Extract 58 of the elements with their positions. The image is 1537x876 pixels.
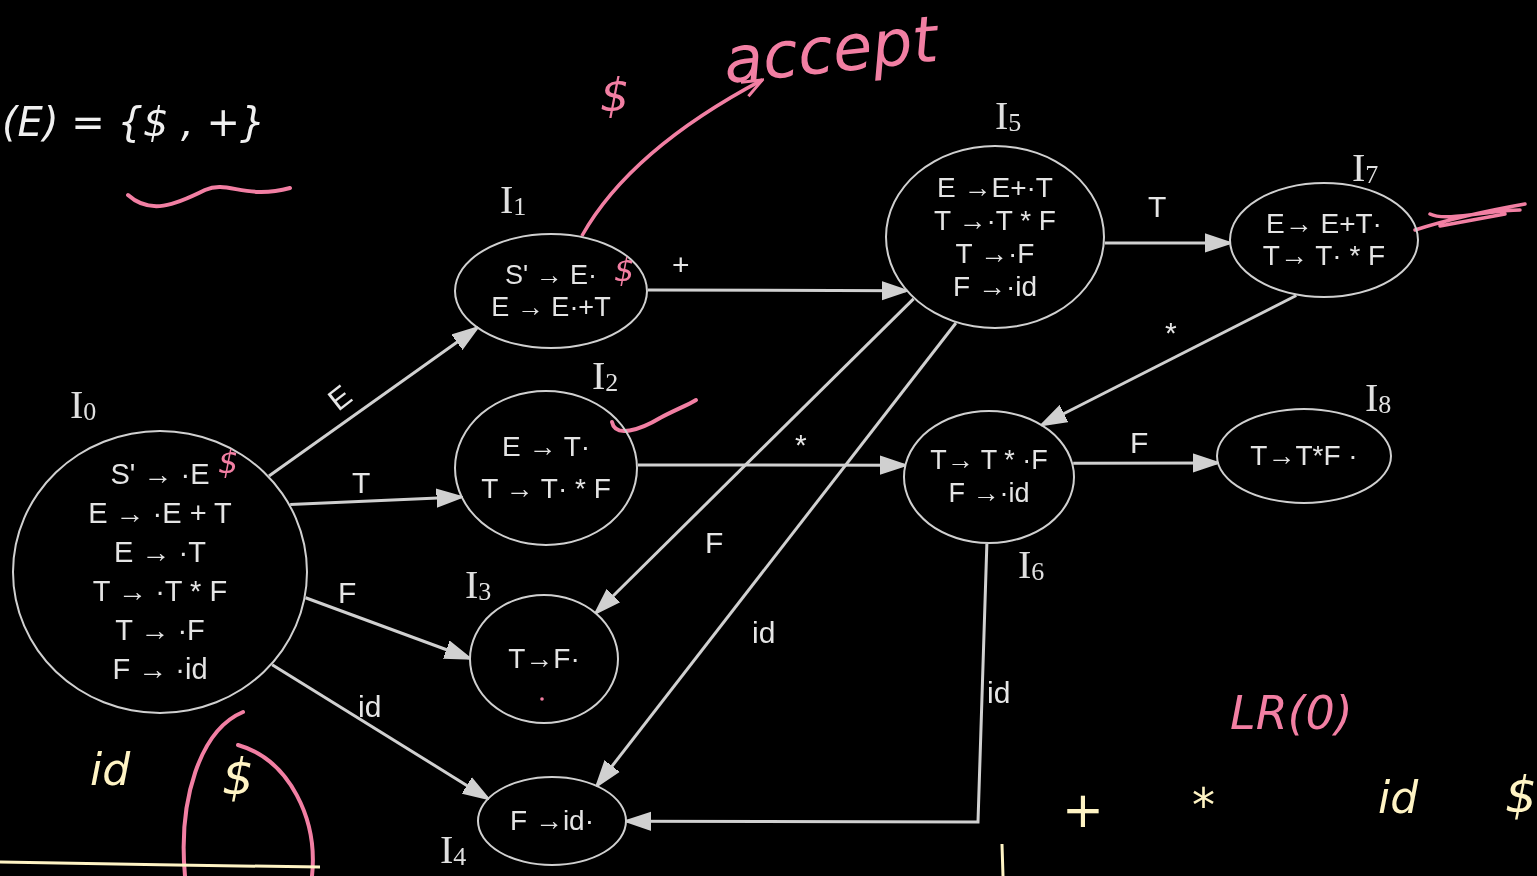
transition-arrow [1104,233,1231,253]
edge-label: F [1130,428,1149,458]
transition-arrow [1073,453,1219,473]
handwritten-note: * [1192,782,1215,828]
edge-label: $ [600,72,630,118]
handwritten-note: id [1378,776,1419,820]
edge-label: * [795,430,807,460]
lr-item: T→T*F · [1250,440,1358,472]
edge-label: F [338,578,357,608]
transition-arrow [594,297,915,614]
lr-item: T→F· [508,643,580,675]
transition-arrow [580,78,764,237]
handwritten-note: (E) = {$ , +} [2,102,266,142]
lr-item: T → T· * F [481,472,611,506]
transition-arrow [595,322,958,787]
lr-item: E → ·E + T [88,496,232,531]
lr-item: S' → ·E [110,457,210,492]
lr-item: S' → E· [504,259,598,291]
lr-item: T→ T· * F [1262,240,1386,272]
lr-item: E → T· [501,430,591,464]
lr-item: F →·id [948,477,1030,510]
lr-item: E →E+·T [937,171,1053,204]
transition-arrow [305,596,471,660]
edge-label: + [672,250,690,280]
lr-item: T → ·T * F [92,574,228,609]
edge-label: id [987,678,1011,708]
transition-arrow [637,455,906,475]
handwritten-note: + [1062,785,1104,835]
lr-item: F → ·id [112,652,208,687]
edge-label: id [752,618,776,648]
lr-item: T → ·F [115,613,205,648]
transition-arrow [625,543,989,831]
lr-item: T→ T * ·F [930,444,1048,477]
lr-item: F →·id [953,270,1037,303]
edge-label: T [352,468,371,498]
transition-arrow [268,326,479,478]
lr-item: E → ·T [114,535,206,570]
handwritten-note: $ [218,446,239,478]
transition-arrow [290,488,463,508]
handwritten-note: $ [222,752,254,802]
transition-arrow [1040,294,1297,426]
lr-item: T →·F [955,237,1035,270]
edge-label: E [322,380,358,416]
lr-item: E→ E+T· [1266,208,1382,240]
handwritten-note: $ [614,254,635,286]
lr-item: T →·T * F [934,204,1056,237]
lr-item: E → E·+T [491,291,611,323]
transition-arrow [648,281,908,301]
edge-label: F [705,528,724,558]
edge-label: id [358,692,382,722]
handwritten-note: $ [1505,770,1537,820]
edge-label: T [1148,192,1167,222]
handwritten-note: id [90,748,131,792]
edge-label: * [1165,318,1177,348]
handwritten-note: LR(0) [1230,690,1353,736]
lr-item: F →id· [510,805,594,837]
transition-arrow [271,663,489,800]
accept-text: accept [720,6,941,94]
